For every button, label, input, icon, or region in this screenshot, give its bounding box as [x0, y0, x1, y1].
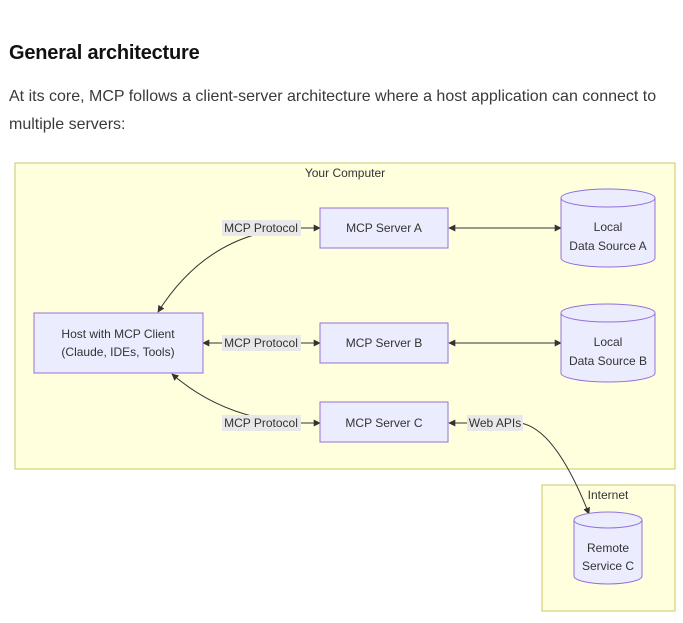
node-server-b: MCP Server B — [319, 322, 449, 364]
intro-paragraph: At its core, MCP follows a client-server… — [9, 88, 657, 133]
node-server-a-label: MCP Server A — [346, 221, 422, 235]
edge-labels: MCP Protocol MCP Protocol MCP Protocol W… — [222, 220, 523, 431]
group-internet-label: Internet — [588, 488, 629, 502]
node-server-b-label: MCP Server B — [346, 336, 422, 350]
node-remote-service-c-line-1: Remote — [587, 541, 629, 555]
node-remote-service-c: Remote Service C — [573, 511, 643, 585]
node-host: Host with MCP Client (Claude, IDEs, Tool… — [33, 312, 204, 374]
edge-label-host-c: MCP Protocol — [224, 416, 298, 430]
node-host-line-2: (Claude, IDEs, Tools) — [61, 345, 174, 359]
node-remote-service-c-line-2: Service C — [582, 559, 634, 573]
node-host-line-1: Host with MCP Client — [61, 327, 175, 341]
edge-label-web-apis: Web APIs — [469, 416, 521, 430]
node-datasource-a-line-2: Data Source A — [569, 239, 646, 253]
node-server-c: MCP Server C — [319, 401, 449, 443]
node-server-c-label: MCP Server C — [345, 416, 422, 430]
node-datasource-b-line-2: Data Source B — [569, 354, 647, 368]
section-heading: General architecture — [9, 42, 200, 64]
node-datasource-b-line-1: Local — [594, 335, 623, 349]
group-your-computer-label: Your Computer — [305, 166, 385, 180]
edge-label-host-b: MCP Protocol — [224, 336, 298, 350]
node-datasource-a-line-1: Local — [594, 220, 623, 234]
edge-label-host-a: MCP Protocol — [224, 221, 298, 235]
node-datasource-b: Local Data Source B — [560, 303, 656, 383]
node-datasource-a: Local Data Source A — [560, 188, 656, 268]
node-server-a: MCP Server A — [319, 207, 449, 249]
